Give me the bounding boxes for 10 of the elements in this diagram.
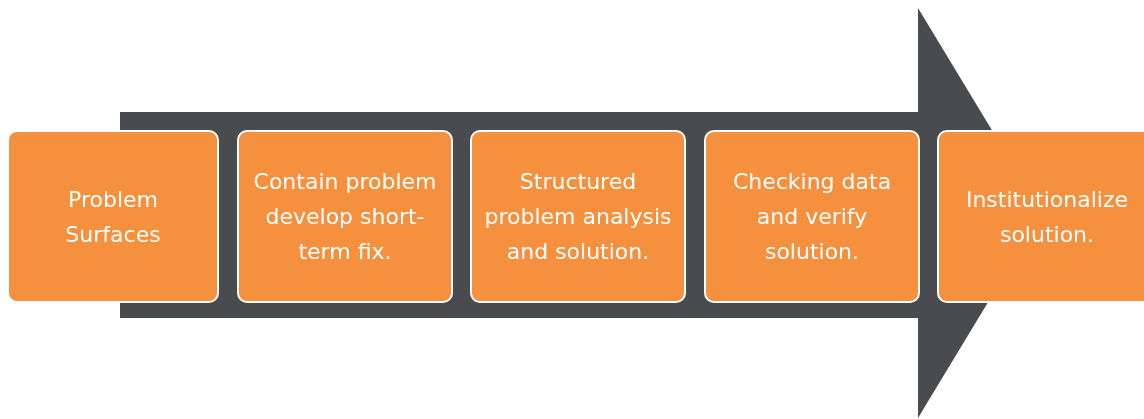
step-text: Checking data and verify solution. bbox=[731, 168, 893, 266]
step-text: Problem Surfaces bbox=[64, 185, 162, 249]
process-box bbox=[7, 130, 219, 303]
process-box bbox=[470, 130, 686, 303]
step-text: Institutionalize solution. bbox=[964, 185, 1130, 249]
step-text: Contain problem develop short-term fix. bbox=[252, 168, 438, 266]
process-box bbox=[704, 130, 920, 303]
process-box bbox=[937, 130, 1144, 303]
step-text: Structured problem analysis and solution. bbox=[483, 168, 673, 266]
process-box bbox=[237, 130, 453, 303]
